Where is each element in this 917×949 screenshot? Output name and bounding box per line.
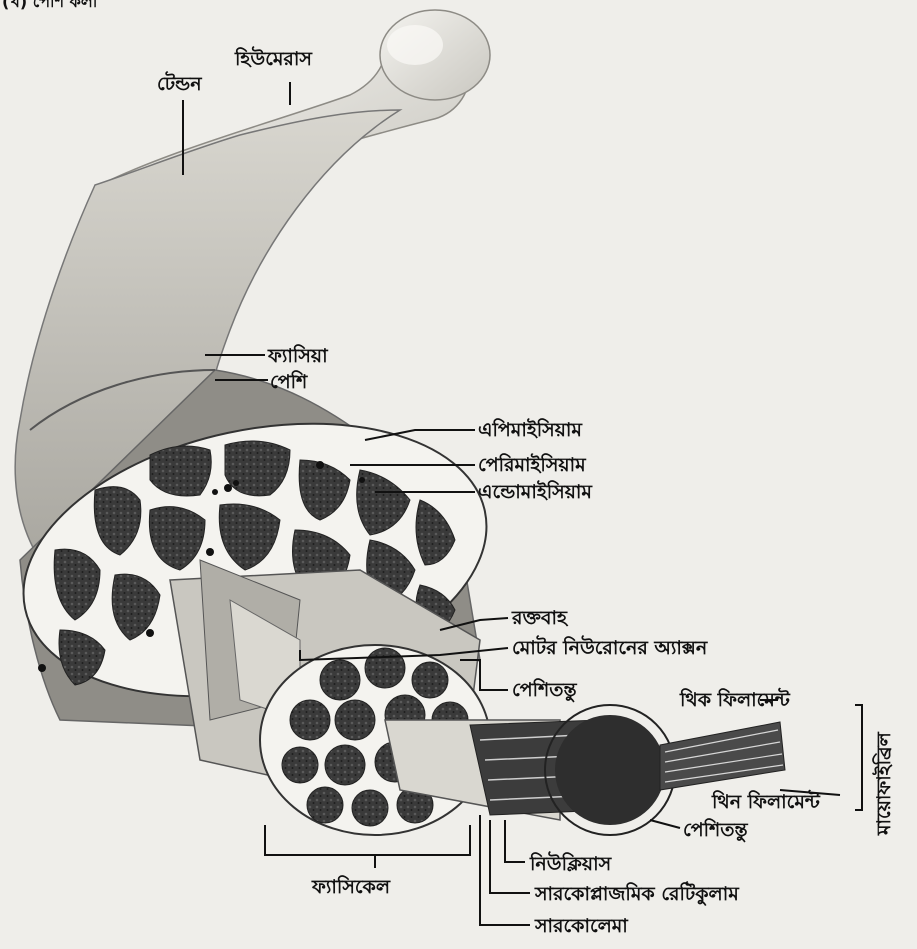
label-thin-filament: থিন ফিলামেন্ট (711, 789, 821, 813)
label-motor-axon: মোটর নিউরোনের অ্যাক্সন (512, 635, 708, 659)
label-fascicle: ফ্যাসিকেল (311, 875, 391, 898)
header-fragment: (খ) পেশি কলা (2, 0, 99, 11)
label-muscle: পেশি (270, 370, 308, 393)
label-nucleus: নিউক্লিয়াস (529, 851, 613, 875)
label-sarcoplasmic-reticulum: সারকোপ্লাজমিক রেটিকুলাম (534, 881, 740, 906)
label-perimysium: পেরিমাইসিয়াম (478, 453, 587, 476)
label-tendon: টেন্ডন (157, 71, 202, 95)
label-thick-filament: থিক ফিলামেন্ট (679, 687, 791, 711)
label-blood-vessel: রক্তবাহ (511, 607, 569, 629)
label-humerus: হিউমেরাস (234, 46, 313, 70)
label-fascia: ফ্যাসিয়া (267, 344, 329, 367)
label-myofibril: মায়োফাইব্রিল (872, 731, 895, 836)
label-sarcolemma: সারকোলেমা (534, 915, 629, 937)
label-endomysium: এন্ডোমাইসিয়াম (478, 480, 593, 503)
label-muscle-fiber-2: পেশিতন্তু (683, 818, 749, 843)
label-muscle-fiber: পেশিতন্তু (512, 678, 578, 703)
label-epimysium: এপিমাইসিয়াম (478, 418, 583, 441)
